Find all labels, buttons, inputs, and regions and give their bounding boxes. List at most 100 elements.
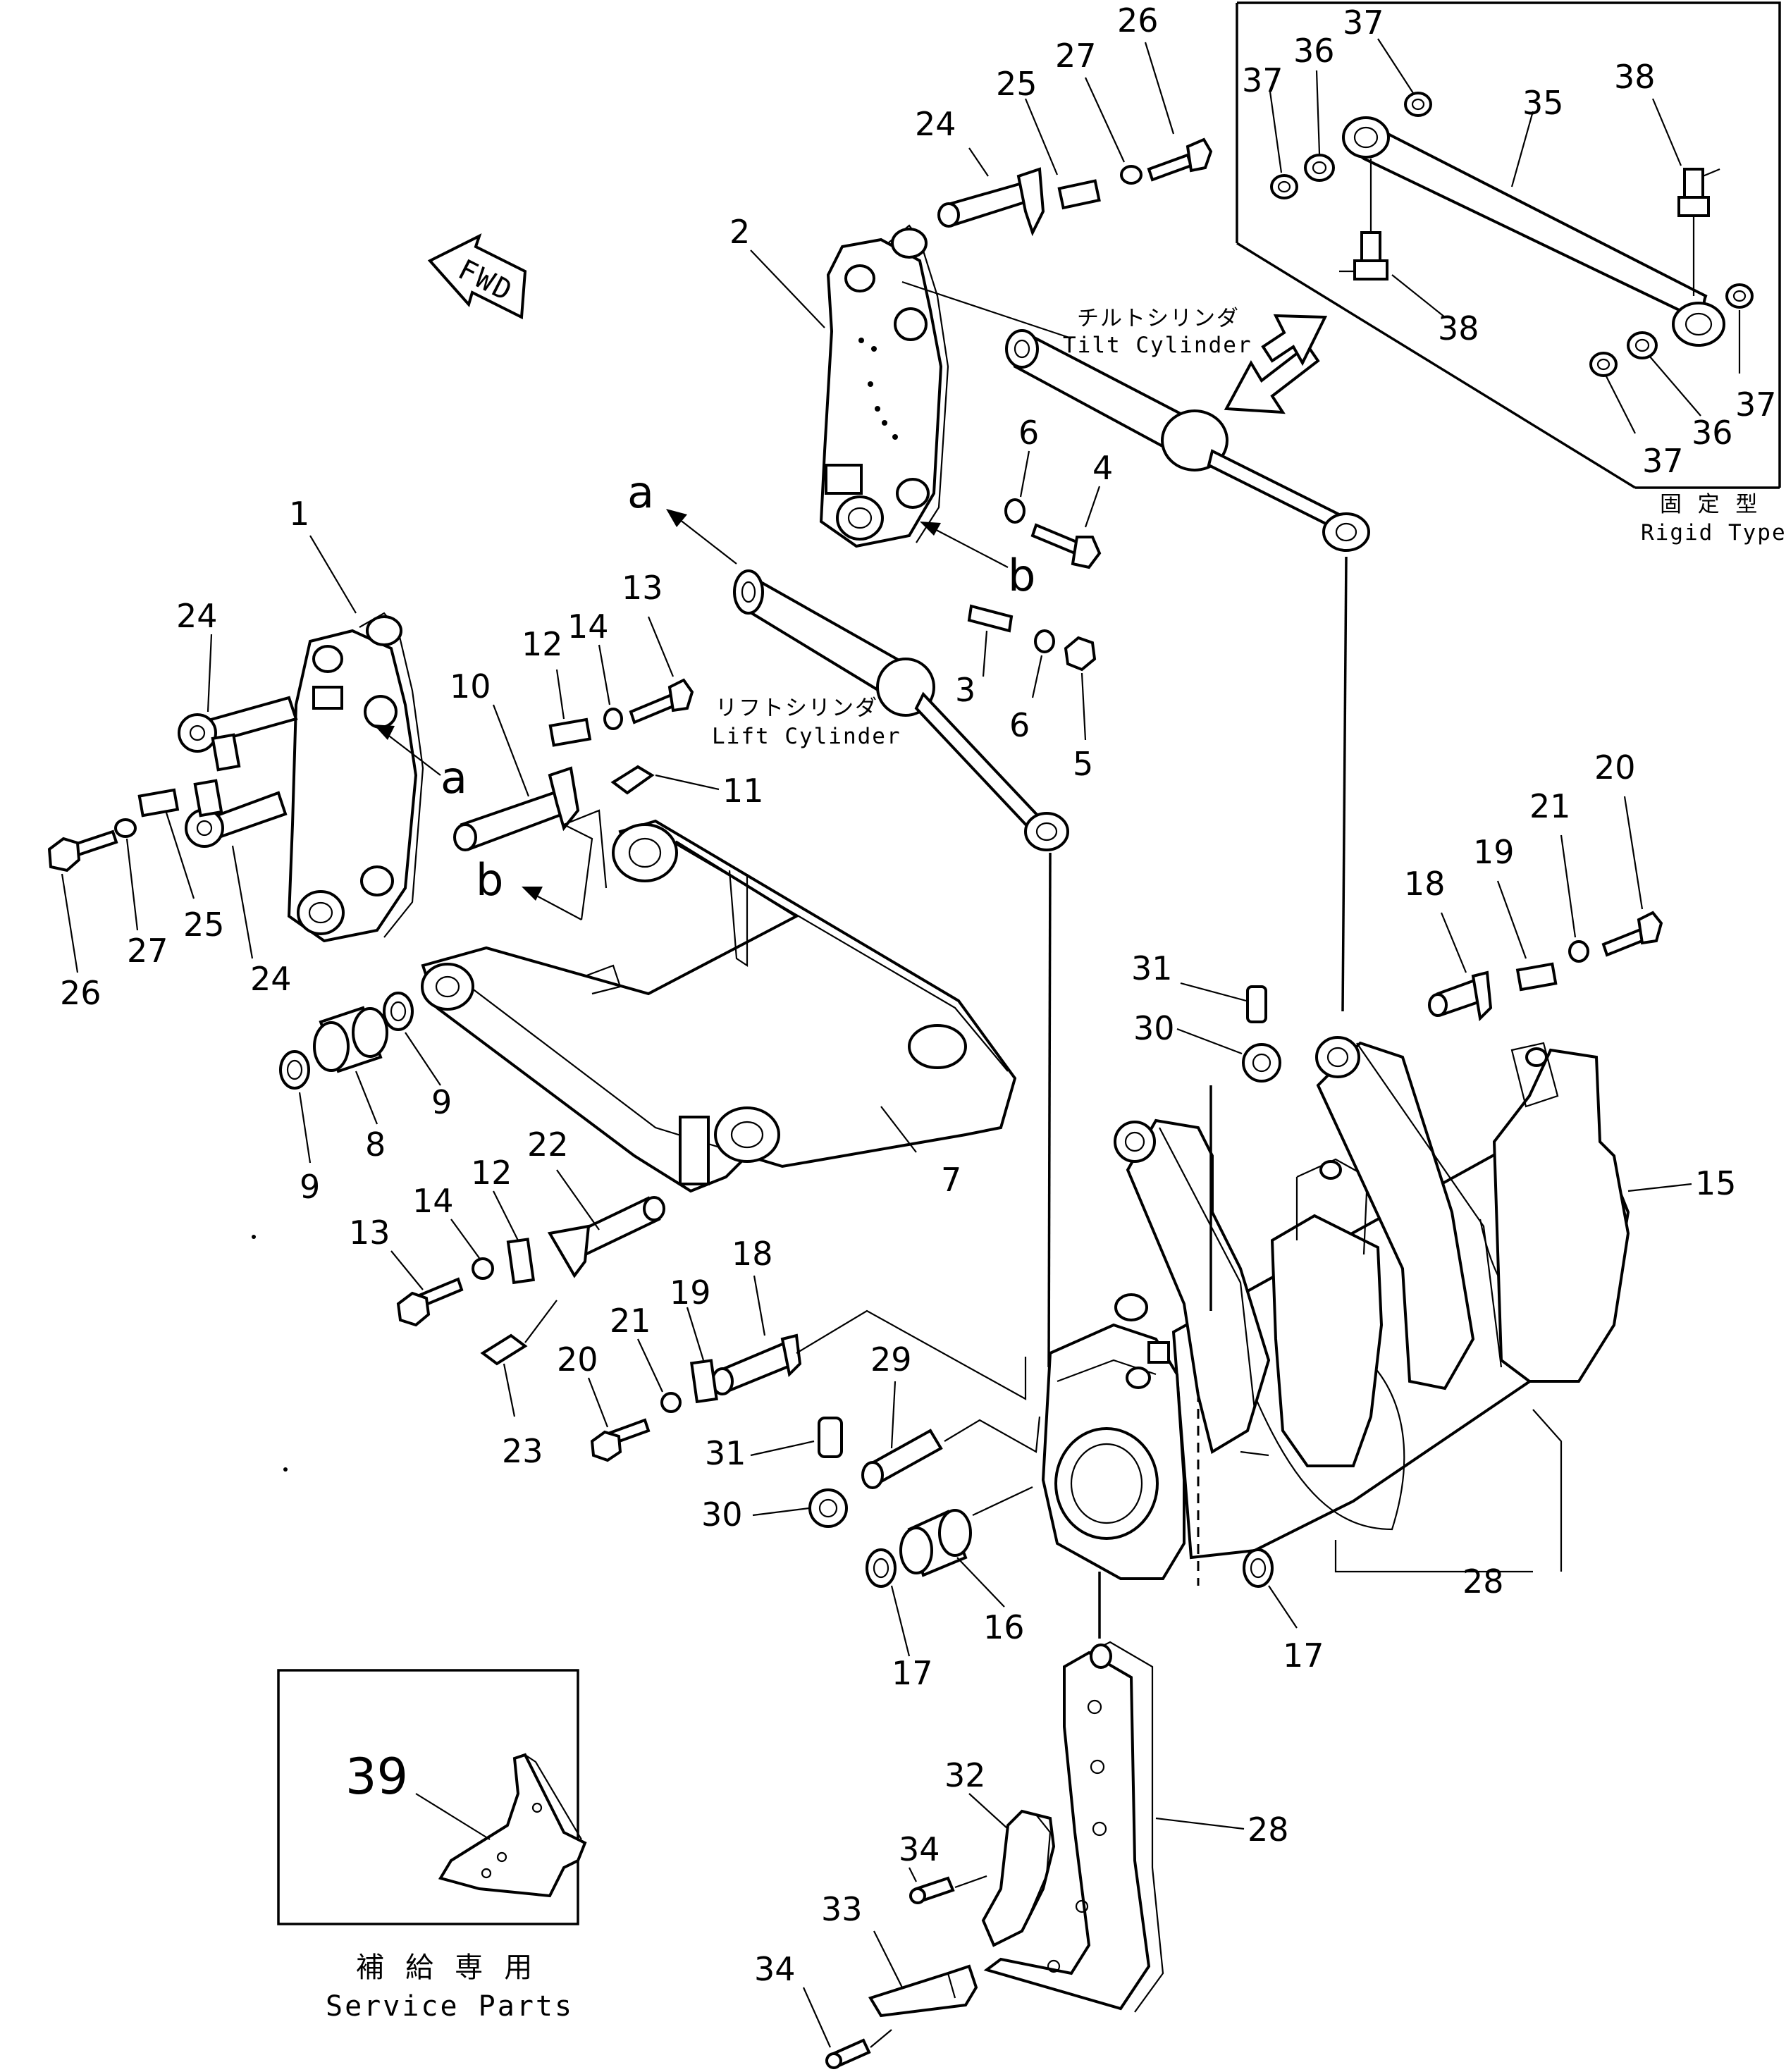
pin (547, 1196, 665, 1278)
rigid-type-label-en: Rigid Type (1641, 520, 1786, 545)
lock-plate (689, 1359, 718, 1404)
callout-38: 38 (1438, 309, 1479, 347)
callout-26: 26 (60, 974, 101, 1012)
pin (1246, 985, 1267, 1023)
callout-19: 19 (1473, 833, 1515, 871)
rigid-type-label-ja: 固 定 型 (1660, 492, 1759, 517)
service-parts-label-ja: 補 給 専 用 (356, 1951, 534, 1984)
callout-24: 24 (176, 597, 218, 635)
lock-plate (506, 1238, 536, 1285)
callout-16: 16 (983, 1608, 1025, 1646)
callout-25: 25 (183, 906, 225, 944)
callout-11: 11 (722, 772, 764, 810)
pin (711, 1309, 1027, 1400)
washer (603, 708, 623, 730)
pin (825, 2029, 892, 2069)
callout-30: 30 (701, 1496, 743, 1534)
callout-12: 12 (471, 1154, 512, 1192)
bushing-ring (808, 1488, 848, 1528)
callout-1: 1 (289, 495, 309, 533)
callout-14: 14 (567, 608, 609, 646)
callout-9: 9 (300, 1168, 320, 1206)
tilt-cylinder (1005, 328, 1370, 552)
bolt (1601, 911, 1663, 957)
washer (472, 1257, 494, 1280)
callout-24: 24 (915, 105, 956, 143)
washer (1004, 498, 1026, 524)
bushing (899, 1486, 1033, 1577)
washer (1034, 629, 1055, 653)
callout-13: 13 (349, 1214, 390, 1252)
grease-nipple (480, 1300, 558, 1366)
lift-cylinder-centerline (1047, 852, 1052, 1368)
dot (283, 1467, 288, 1472)
callout-26: 26 (1117, 1, 1159, 39)
washer (660, 1392, 682, 1413)
bracket-left (287, 612, 424, 943)
callout-39: 39 (345, 1748, 408, 1806)
callout-36: 36 (1293, 32, 1335, 70)
callout-22: 22 (527, 1126, 569, 1164)
callout-17: 17 (1283, 1636, 1324, 1675)
callout-31: 31 (1131, 949, 1173, 987)
callout-20: 20 (1594, 748, 1636, 787)
callout-30: 30 (1133, 1009, 1175, 1047)
pin-left-lower (185, 779, 288, 848)
pin (861, 1416, 1041, 1489)
lift-arm (421, 819, 1017, 1193)
callout-25: 25 (996, 65, 1037, 103)
shank-protector (981, 1809, 1056, 1947)
grease-nipple (610, 765, 720, 795)
pin (453, 766, 580, 851)
reference-a-upper: a (627, 467, 737, 565)
pin (1428, 970, 1493, 1022)
tilt-cylinder-centerline (1341, 556, 1348, 1012)
bolt (629, 678, 694, 724)
service-parts-inset: 39 (277, 1669, 587, 1925)
callout-28: 28 (1462, 1562, 1504, 1601)
callout-19: 19 (670, 1274, 711, 1312)
pin-left-upper (178, 696, 298, 772)
bracket-line (1334, 1540, 1533, 1573)
dot (252, 1235, 256, 1239)
callout-35: 35 (1522, 84, 1564, 122)
lock-plate (548, 717, 592, 747)
nut (1064, 636, 1097, 672)
svg-text:b: b (476, 854, 503, 906)
washer (114, 818, 137, 838)
callout-34: 34 (899, 1830, 940, 1868)
reference-a-left: a (374, 724, 467, 803)
rigid-rings (1270, 92, 1754, 377)
bolt (1030, 523, 1102, 569)
lift-cylinder (733, 569, 1069, 851)
callout-4: 4 (1092, 449, 1113, 487)
pin (818, 1417, 843, 1458)
bracket-upper (819, 224, 949, 548)
callout-8: 8 (365, 1126, 386, 1164)
rigid-type-inset: 37 36 37 35 38 38 37 36 37 固 定 型 Rigid T… (1236, 1, 1786, 545)
washer (1120, 165, 1143, 185)
callout-6: 6 (1018, 414, 1039, 452)
callout-28: 28 (1248, 1811, 1289, 1849)
callout-13: 13 (622, 569, 663, 607)
grease-fitting (1339, 159, 1720, 296)
seal-ring (383, 992, 414, 1031)
bushing-ring (1242, 1043, 1281, 1083)
callout-3: 3 (955, 671, 975, 709)
callout-20: 20 (557, 1340, 598, 1379)
callout-37: 37 (1642, 442, 1684, 480)
bushing (313, 1006, 388, 1073)
ripper-frame (1041, 1036, 1630, 1580)
callout-5: 5 (1073, 745, 1093, 783)
svg-text:a: a (627, 467, 654, 518)
callout-18: 18 (732, 1235, 773, 1273)
lift-cylinder-label-en: Lift Cylinder (712, 724, 901, 749)
callout-27: 27 (127, 932, 168, 970)
svg-text:b: b (1008, 550, 1035, 601)
shank (983, 1641, 1164, 2013)
callout-6: 6 (1009, 706, 1030, 744)
callout-21: 21 (610, 1302, 651, 1340)
callout-23: 23 (502, 1432, 543, 1470)
seal-ring (866, 1548, 897, 1588)
